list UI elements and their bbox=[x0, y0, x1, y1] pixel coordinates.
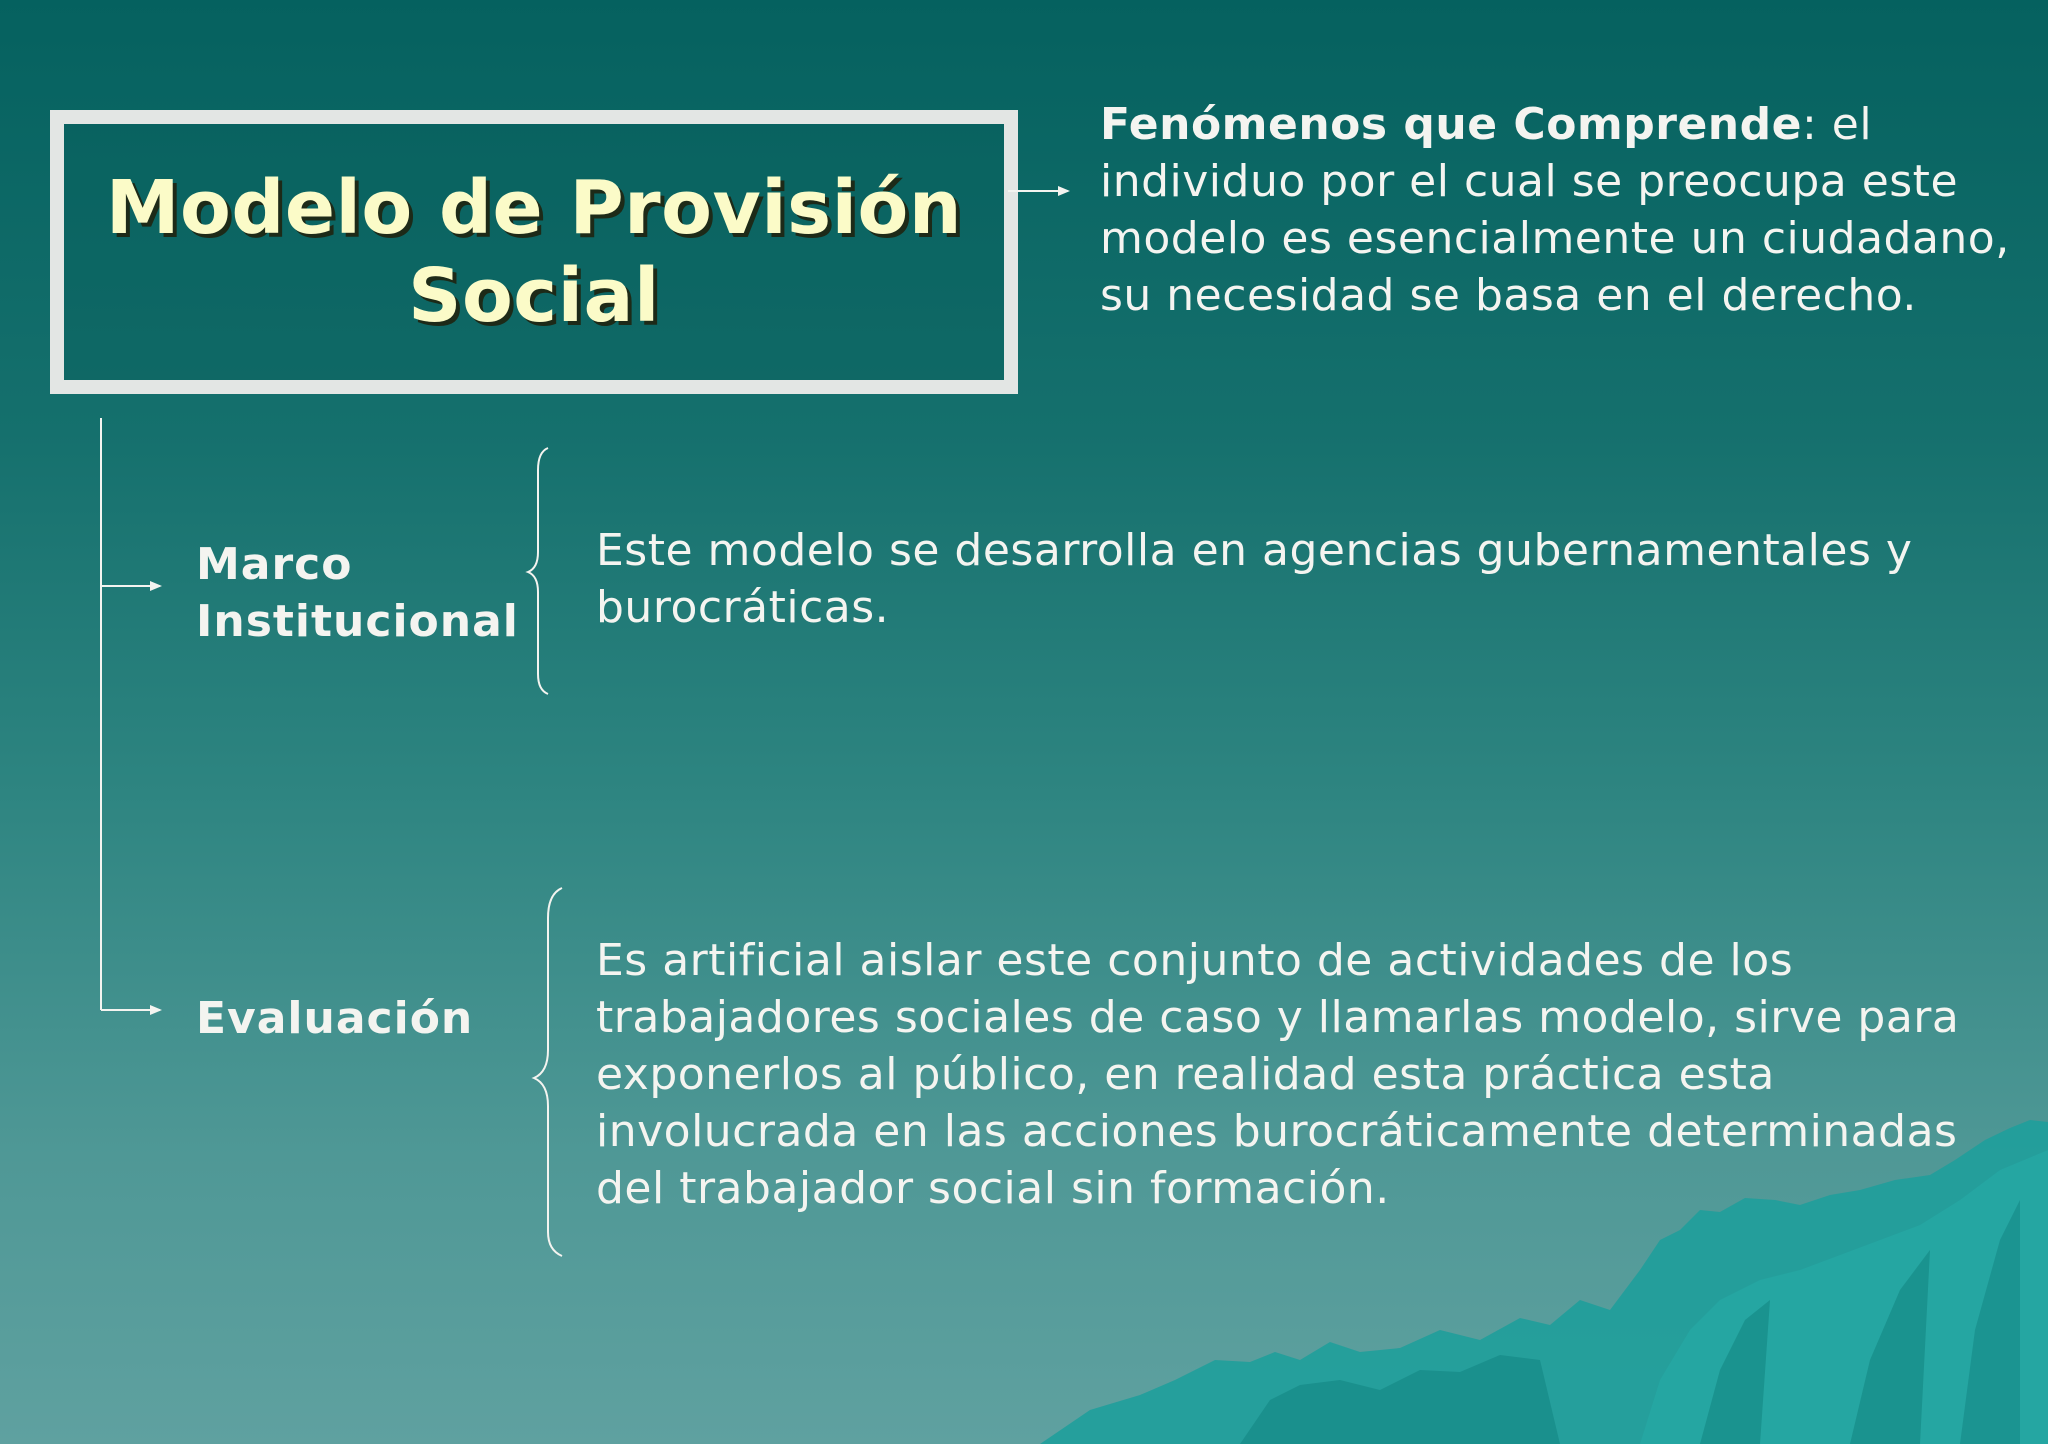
evaluacion-brace bbox=[531, 887, 563, 1257]
phenomena-label: Fenómenos que Comprende bbox=[1100, 99, 1802, 150]
title-line-2: Social bbox=[408, 253, 660, 339]
phenomena-description: : el individuo por el cual se preocupa e… bbox=[1100, 99, 2010, 321]
phenomena-text: Fenómenos que Comprende: el individuo po… bbox=[1100, 96, 2030, 324]
diagram-title: Modelo de Provisión Social bbox=[84, 164, 984, 340]
marco-brace bbox=[525, 447, 549, 695]
marco-institucional-label: Marco Institucional bbox=[196, 536, 519, 650]
evaluacion-description: Es artificial aislar este conjunto de ac… bbox=[596, 935, 1960, 1214]
marco-institucional-description: Este modelo se desarrolla en agencias gu… bbox=[596, 525, 1913, 633]
marco-label-line-1: Marco bbox=[196, 539, 353, 590]
marco-label-line-2: Institucional bbox=[196, 596, 519, 647]
title-line-1: Modelo de Provisión bbox=[105, 165, 963, 251]
evaluacion-label-line-1: Evaluación bbox=[196, 993, 474, 1044]
evaluacion-label: Evaluación bbox=[196, 990, 473, 1047]
title-box: Modelo de Provisión Social bbox=[50, 110, 1018, 394]
